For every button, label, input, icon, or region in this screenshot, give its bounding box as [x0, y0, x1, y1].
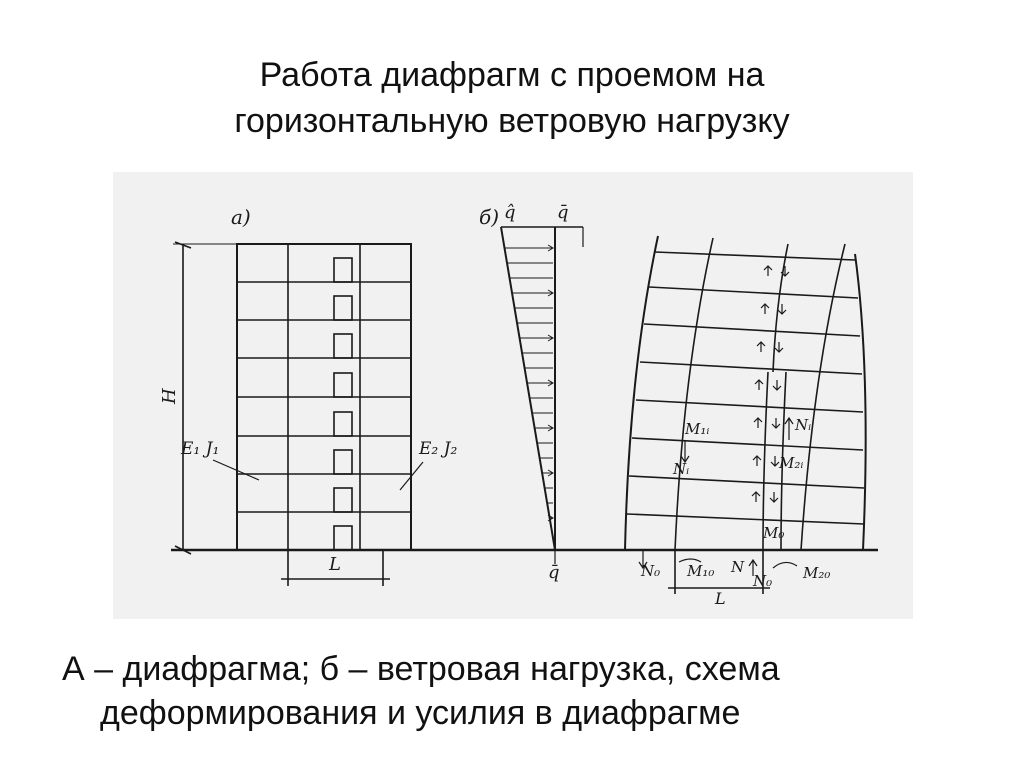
label-q-hat: q̂	[504, 202, 516, 223]
label-n0-right: N₀	[752, 572, 772, 590]
label-m20: M₂₀	[802, 564, 830, 582]
label-q-bar: q̄	[557, 202, 569, 223]
label-n: N	[730, 558, 745, 576]
title-line-1: Работа диафрагм с проемом на	[259, 56, 765, 94]
height-dimension	[173, 241, 237, 555]
label-e2j2: E₂ J₂	[418, 439, 457, 459]
slide-caption: А – диафрагма; б – ветровая нагрузка, сх…	[62, 647, 962, 735]
label-m2i: M₂ᵢ	[778, 454, 803, 472]
caption-line-2: деформирования и усилия в диафрагме	[100, 694, 741, 732]
slide-title: Работа диафрагм с проемом на горизонталь…	[0, 52, 1024, 144]
e2j2-leader	[399, 461, 424, 491]
label-n0-left: N₀	[640, 562, 660, 580]
label-length-b: L	[714, 589, 726, 608]
label-height: H	[159, 388, 180, 405]
label-a: а)	[231, 205, 251, 229]
label-q-bottom: q̄	[548, 562, 560, 583]
e1j1-leader	[212, 459, 260, 481]
label-b: б)	[479, 205, 499, 229]
title-line-2: горизонтальную ветровую нагрузку	[234, 102, 790, 140]
deformed-diaphragm	[624, 235, 867, 594]
diaphragm-elevation	[236, 243, 412, 551]
scan-background	[113, 172, 913, 619]
caption-line-1: А – диафрагма; б – ветровая нагрузка, сх…	[62, 650, 780, 688]
label-ni-right: Nᵢ	[794, 416, 811, 434]
diagram-svg: а) б) H L E₁ J₁ E₂ J₂ q̂ q̄ q̄ M₁ᵢ Nᵢ Nᵢ…	[113, 172, 913, 619]
label-ni-left: Nᵢ	[672, 460, 689, 478]
label-length-a: L	[328, 554, 341, 575]
label-m10: M₁₀	[686, 562, 714, 580]
label-e1j1: E₁ J₁	[180, 439, 219, 459]
label-m0: M₀	[762, 524, 784, 542]
width-dimension-a	[281, 550, 390, 586]
wind-load-diagram	[500, 226, 584, 564]
diagram-figure: а) б) H L E₁ J₁ E₂ J₂ q̂ q̄ q̄ M₁ᵢ Nᵢ Nᵢ…	[113, 172, 913, 619]
label-m1i: M₁ᵢ	[684, 420, 709, 438]
